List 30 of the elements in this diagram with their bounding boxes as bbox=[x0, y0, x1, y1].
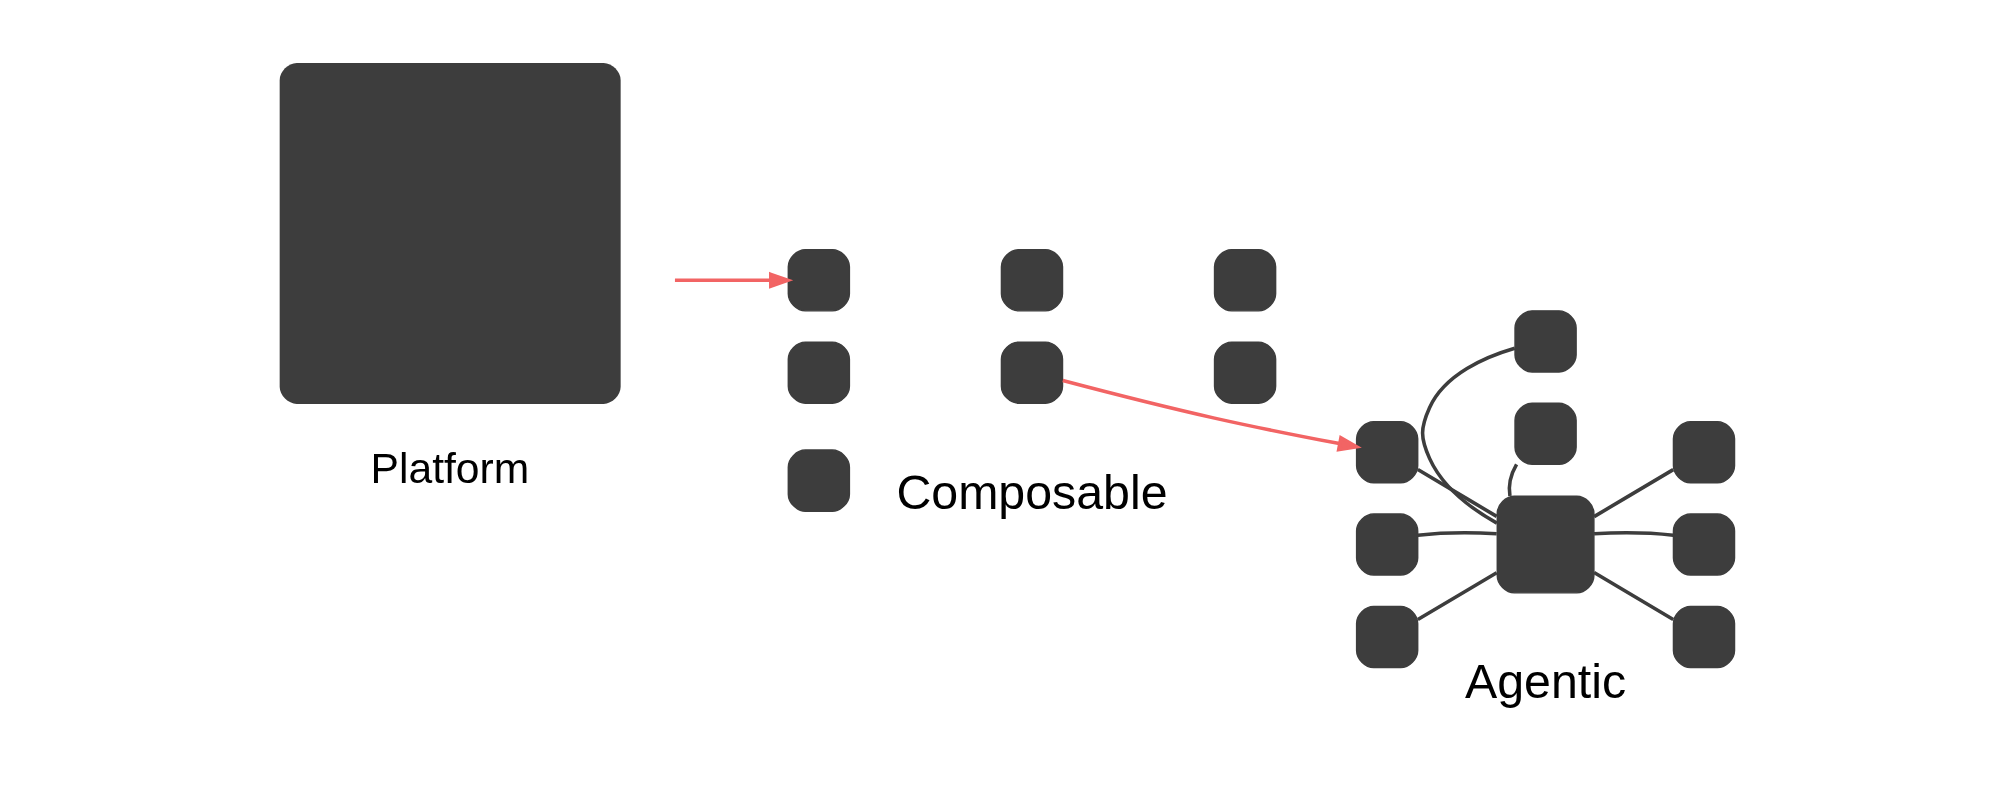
node-box bbox=[787, 249, 851, 312]
node-box bbox=[1355, 513, 1419, 576]
node-box bbox=[1672, 605, 1736, 669]
node-box bbox=[1000, 249, 1064, 312]
arrow bbox=[674, 271, 794, 289]
connector bbox=[1593, 571, 1675, 622]
node-box bbox=[1213, 249, 1277, 312]
node-box bbox=[1514, 310, 1577, 373]
node-box bbox=[1496, 495, 1595, 594]
node-box bbox=[1355, 420, 1419, 484]
connector bbox=[1417, 531, 1497, 537]
node-box bbox=[1355, 605, 1419, 669]
node-box bbox=[1213, 341, 1277, 404]
connector bbox=[1416, 468, 1498, 518]
node-box bbox=[1672, 513, 1736, 576]
node-box bbox=[787, 341, 851, 404]
connector bbox=[1594, 531, 1674, 537]
connector bbox=[1420, 346, 1516, 525]
node-box bbox=[1514, 402, 1577, 465]
arrow bbox=[1062, 378, 1362, 452]
node-box bbox=[1000, 341, 1064, 404]
connector bbox=[1507, 463, 1519, 497]
node-label: Platform bbox=[370, 444, 530, 493]
label: Composable bbox=[896, 464, 1168, 519]
node-box bbox=[1672, 420, 1736, 484]
connector bbox=[1593, 468, 1675, 519]
node-box bbox=[279, 62, 621, 404]
node-box bbox=[787, 449, 851, 512]
connector bbox=[1416, 571, 1498, 622]
label: Agentic bbox=[1465, 653, 1627, 708]
